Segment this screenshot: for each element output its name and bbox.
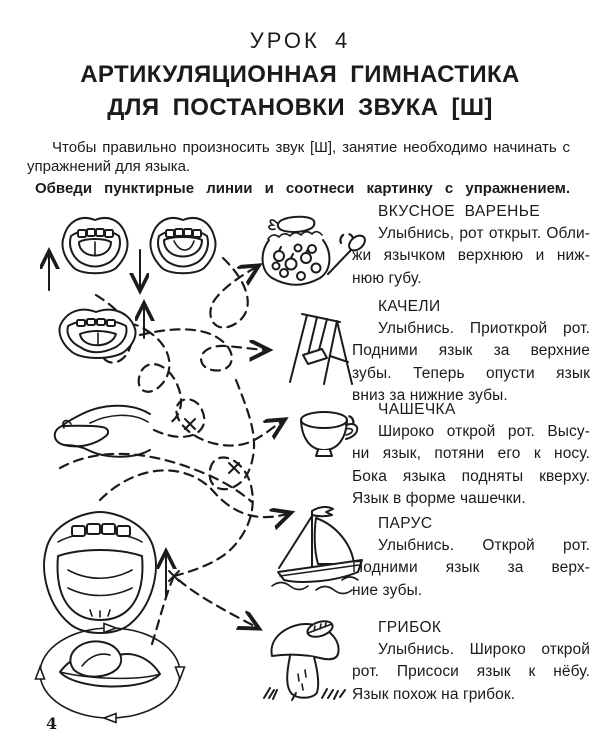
sailboat-icon	[271, 505, 363, 595]
dashed-trace-lines	[58, 232, 355, 646]
crossing-tick-marks	[168, 418, 240, 582]
dashed-loop-left-2	[137, 328, 183, 426]
mushroom-icon	[263, 620, 346, 701]
dashed-connector-to-cup	[152, 398, 284, 447]
flag-icon	[311, 505, 334, 518]
dashed-tangle-vertical	[172, 378, 256, 578]
jam-jar-with-spoon-icon	[261, 215, 366, 286]
swing-icon	[289, 313, 353, 385]
leaf-icon	[306, 620, 334, 638]
grass-icon	[263, 687, 346, 701]
page-number: 4	[46, 714, 58, 733]
lips-tongue-circular-lick-icon	[34, 622, 186, 724]
open-mouths-lick-up-down-icon	[49, 217, 217, 290]
task-instruction: Обведи пунктирные линии и соотнеси карти…	[35, 179, 570, 197]
dashed-curl-top	[339, 232, 355, 248]
tongue-cup-side-view-icon	[53, 404, 151, 458]
dashed-tangle-cross	[58, 452, 254, 504]
wide-open-mouth-broad-tongue-icon	[43, 511, 166, 634]
dashed-connector-to-jam	[209, 256, 258, 329]
circular-arrowheads-icon	[34, 622, 186, 724]
dashed-connector-to-swing	[138, 328, 268, 372]
lesson-label: УРОК 4	[249, 28, 351, 53]
dashed-connector-to-mushroom	[150, 574, 258, 646]
open-mouth-tongue-up-icon	[58, 304, 145, 359]
page-title-line-2: ДЛЯ ПОСТАНОВКИ ЗВУКА [Ш]	[107, 94, 493, 121]
page-title-line-1: АРТИКУЛЯЦИОННАЯ ГИМНАСТИКА	[80, 61, 520, 88]
intro-paragraph: Чтобы правильно произносить звук [Ш], за…	[27, 139, 570, 175]
page-title: АРТИКУЛЯЦИОННАЯ ГИМНАСТИКА ДЛЯ ПОСТАНОВК…	[0, 58, 600, 124]
teacup-icon	[300, 411, 359, 457]
spoon-icon	[327, 248, 353, 275]
intro-block: Чтобы правильно произносить звук [Ш], за…	[27, 139, 570, 198]
dashed-connector-to-sailboat	[98, 469, 290, 517]
